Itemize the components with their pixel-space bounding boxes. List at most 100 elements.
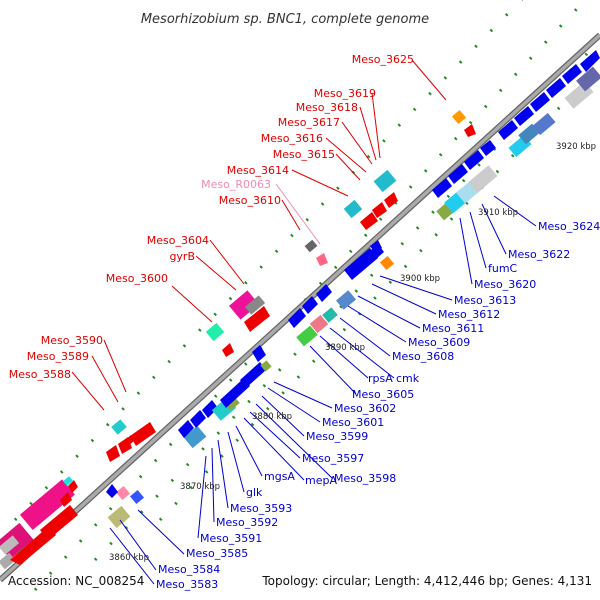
feature-arrow[interactable] [384, 192, 398, 208]
gene-label[interactable]: mepA [305, 474, 337, 487]
feature-arrow[interactable] [106, 445, 120, 462]
feature-arrow[interactable] [316, 284, 332, 302]
gene-label[interactable]: Meso_R0063 [201, 178, 271, 191]
feature-arrow[interactable] [546, 78, 566, 98]
feature-gene[interactable] [532, 112, 556, 136]
feature-gene[interactable] [183, 425, 207, 449]
feature-arrow[interactable] [68, 480, 78, 493]
feature-arrow[interactable] [202, 400, 218, 418]
feature-arrow[interactable] [60, 492, 72, 507]
gene-label[interactable]: fumC [488, 262, 518, 275]
feature-gene[interactable] [343, 199, 363, 219]
feature-arrow[interactable] [530, 92, 550, 112]
feature-arrow[interactable] [360, 212, 378, 230]
feature-arrow[interactable] [480, 140, 496, 156]
gene-label[interactable]: Meso_3605 [352, 388, 414, 401]
feature-gene[interactable] [322, 307, 338, 323]
feature-arrow[interactable] [432, 178, 452, 198]
gene-label[interactable]: mgsA [264, 470, 295, 483]
gene-label[interactable]: Meso_3588 [9, 368, 71, 381]
gene-label[interactable]: Meso_3609 [408, 336, 470, 349]
feature-arrow[interactable] [562, 64, 582, 84]
gene-label[interactable]: Meso_3608 [392, 350, 454, 363]
gene-label[interactable]: Meso_3592 [216, 516, 278, 529]
feature-arrow[interactable] [370, 240, 382, 253]
gene-label[interactable]: Meso_3601 [322, 416, 384, 429]
feature-gene[interactable] [229, 290, 259, 320]
feature-arrow[interactable] [178, 420, 194, 438]
feature-gene[interactable] [129, 489, 145, 505]
feature-gene[interactable] [379, 255, 395, 271]
gene-label[interactable]: Meso_3602 [334, 402, 396, 415]
gene-label[interactable]: Meso_3620 [474, 278, 536, 291]
feature-arrow[interactable] [514, 106, 534, 126]
feature-gene[interactable] [224, 395, 240, 411]
gene-label[interactable]: Meso_3593 [230, 502, 292, 515]
gene-label[interactable]: Meso_3583 [156, 578, 218, 591]
gene-label[interactable]: glk [246, 486, 263, 499]
feature-arrow[interactable] [252, 345, 266, 362]
gene-label[interactable]: Meso_3597 [302, 452, 364, 465]
feature-arrow[interactable] [372, 202, 387, 218]
feature-gene[interactable] [244, 295, 266, 315]
gene-label[interactable]: Meso_3590 [41, 334, 103, 347]
feature-gene[interactable] [468, 165, 498, 193]
gene-label[interactable]: rpsA [368, 372, 393, 385]
feature-arrow[interactable] [40, 505, 78, 540]
gene-label[interactable]: Meso_3612 [438, 308, 500, 321]
feature-arrow[interactable] [498, 120, 518, 140]
feature-arrow[interactable] [222, 343, 234, 357]
gene-label[interactable]: Meso_3600 [106, 272, 168, 285]
gene-label[interactable]: Meso_3611 [422, 322, 484, 335]
feature-gene[interactable] [518, 123, 540, 145]
feature-arrow[interactable] [244, 306, 270, 332]
feature-gene[interactable] [336, 290, 356, 310]
gene-label[interactable]: Meso_3613 [454, 294, 516, 307]
gene-label[interactable]: cmk [396, 372, 420, 385]
feature-gene[interactable] [304, 239, 318, 253]
gene-label[interactable]: Meso_3624 [538, 220, 600, 233]
feature-arrow[interactable] [464, 150, 484, 170]
gene-label[interactable]: Meso_3610 [219, 194, 281, 207]
gene-label[interactable]: Meso_3618 [296, 101, 358, 114]
gene-label[interactable]: Meso_3622 [508, 248, 570, 261]
gene-label[interactable]: Meso_3617 [278, 116, 340, 129]
gene-label[interactable]: Meso_3625 [352, 53, 414, 66]
gene-label[interactable]: Meso_3615 [273, 148, 335, 161]
gene-label[interactable]: Meso_3599 [306, 430, 368, 443]
feature-arrow[interactable] [125, 435, 134, 446]
gene-label[interactable]: Meso_3616 [261, 132, 323, 145]
feature-gene[interactable] [107, 505, 131, 529]
feature-gene[interactable] [205, 322, 225, 342]
gene-label[interactable]: Meso_3604 [147, 234, 209, 247]
feature-arrow[interactable] [190, 410, 206, 428]
feature-gene[interactable] [115, 485, 131, 501]
gene-label[interactable]: Meso_3585 [186, 547, 248, 560]
feature-gene[interactable] [260, 360, 272, 372]
feature-gene[interactable] [0, 535, 20, 555]
feature-arrow[interactable] [288, 308, 306, 328]
feature-arrow[interactable] [448, 164, 468, 184]
feature-gene[interactable] [451, 109, 467, 125]
gene-label[interactable]: Meso_3584 [158, 563, 220, 576]
feature-gene[interactable] [373, 169, 397, 193]
feature-arrow[interactable] [240, 362, 266, 388]
gene-label[interactable]: Meso_3591 [200, 532, 262, 545]
gene-label[interactable]: Meso_3619 [314, 87, 376, 100]
feature-gene[interactable] [0, 552, 16, 570]
feature-arrow[interactable] [464, 124, 476, 137]
feature-gene[interactable] [19, 479, 75, 531]
gene-label[interactable]: gyrB [169, 250, 195, 263]
gene-label[interactable]: Meso_3598 [334, 472, 396, 485]
feature-arrow[interactable] [316, 253, 328, 266]
feature-gene[interactable] [63, 476, 73, 486]
feature-gene[interactable] [111, 419, 127, 435]
feature-arrow[interactable] [580, 50, 600, 72]
gene-label[interactable]: Meso_3614 [227, 164, 289, 177]
gene-label[interactable]: Meso_3589 [27, 350, 89, 363]
feature-arrow[interactable] [302, 296, 318, 314]
feature-gene[interactable] [309, 314, 329, 334]
feature-gene[interactable] [576, 66, 600, 92]
feature-arrow[interactable] [130, 422, 156, 446]
feature-gene[interactable] [296, 325, 318, 347]
